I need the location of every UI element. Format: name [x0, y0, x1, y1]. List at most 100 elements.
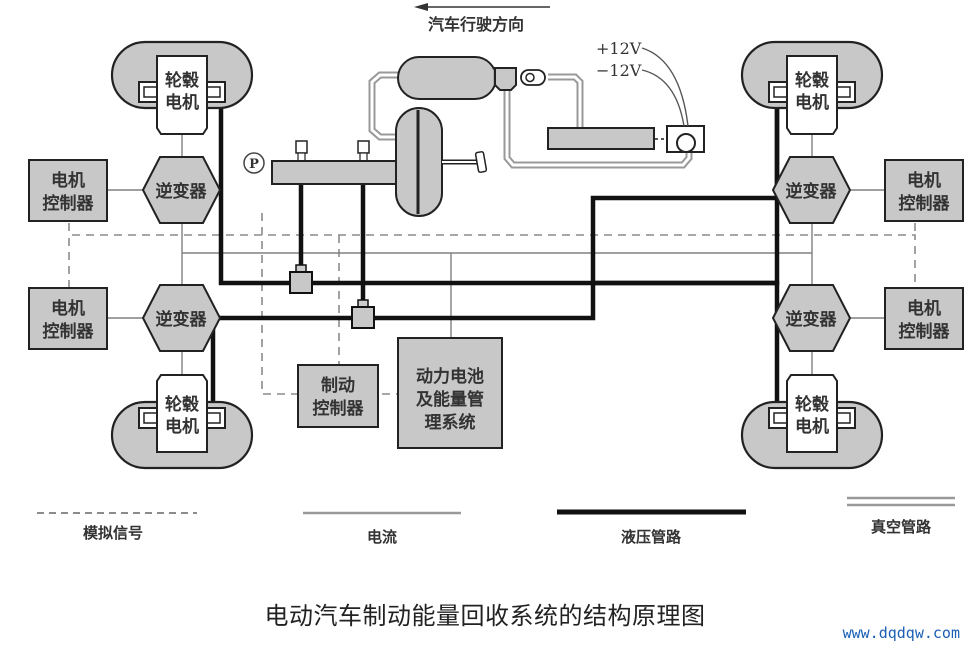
battery-system-box[interactable] [397, 337, 503, 449]
hub-motor-label-line1: 轮毂 [165, 70, 199, 91]
legend-item-analog: 模拟信号 [37, 512, 197, 542]
motor-controller-box[interactable] [884, 159, 964, 222]
inverter-rear-right: 逆变器 [771, 284, 852, 352]
legend-label: 液压管路 [621, 528, 682, 546]
motor-controller-label-line2: 控制器 [43, 193, 95, 214]
inverter-label: 逆变器 [786, 309, 838, 330]
motor-controller-front-left: 电机 控制器 [28, 159, 108, 222]
wheel-rear-right: 轮毂 电机 [740, 374, 884, 470]
motor-controller-label-line2: 控制器 [899, 321, 951, 342]
hub-motor-label-line2: 电机 [795, 92, 829, 113]
brake-controller: 制动 控制器 [297, 364, 379, 428]
hydraulic-front-right-line [213, 104, 780, 321]
brake-controller-label-line2: 控制器 [313, 398, 365, 419]
wire-minus-12v [641, 69, 685, 127]
vacuum-line-pump-bottom [503, 85, 693, 169]
inverter-rear-left: 逆变器 [141, 284, 222, 352]
hub-motor-box[interactable] [786, 374, 838, 453]
motor-controller-label-line1: 电机 [907, 298, 941, 319]
legend-item-current: 电流 [303, 511, 461, 546]
wheel-front-left: 轮毂 电机 [110, 40, 254, 135]
legend: 模拟信号 电流 液压管路 真空管路 [37, 496, 955, 546]
valve-rear[interactable] [351, 306, 375, 329]
wheel-front-right: 轮毂 电机 [740, 40, 884, 135]
check-valve [494, 67, 517, 91]
motor-controller-box[interactable] [28, 159, 108, 222]
watermark[interactable]: www.dqdqw.com [842, 624, 960, 642]
legend-label: 真空管路 [871, 518, 932, 536]
inverter-front-left: 逆变器 [141, 156, 222, 224]
battery-label-line1: 动力电池 [416, 366, 484, 387]
motor-controller-label-line2: 控制器 [43, 321, 95, 342]
motor-controller-front-right: 电机 控制器 [884, 159, 964, 222]
hub-motor-box[interactable] [786, 55, 838, 135]
reservoir-neck-1 [297, 152, 306, 162]
valve-front[interactable] [289, 271, 313, 294]
legend-label: 电流 [367, 528, 397, 546]
reservoir-cap-2 [357, 140, 370, 154]
signal-line-main [68, 234, 916, 288]
brake-controller-box[interactable] [297, 364, 379, 428]
vacuum-line-inner [548, 75, 582, 128]
inverter-hexagon[interactable] [771, 284, 852, 352]
vacuum-switch-dot [525, 72, 535, 83]
vacuum-line-pump-top [548, 73, 584, 128]
master-cylinder-assembly [271, 107, 488, 217]
motor-controller-box[interactable] [28, 287, 108, 350]
vacuum-system: +12V −12V [397, 39, 705, 153]
motor-controller-label-line1: 电机 [51, 170, 85, 191]
motor-controller-rear-right: 电机 控制器 [884, 287, 964, 350]
reservoir-cap-1 [295, 140, 308, 154]
pressure-sensor-circle [243, 152, 265, 174]
direction-arrow-head-icon [414, 3, 428, 11]
valve-cap [295, 264, 307, 273]
motor-controller-box[interactable] [884, 287, 964, 350]
master-cylinder [271, 160, 401, 185]
signal-line-pressure-sensor [261, 213, 298, 395]
motor-controller-label-line1: 电机 [51, 298, 85, 319]
vacuum-pump-motor-icon [676, 133, 696, 153]
inverter-hexagon[interactable] [141, 284, 222, 352]
motor-controller-label-line1: 电机 [907, 170, 941, 191]
inverter-front-right: 逆变器 [771, 156, 852, 224]
legend-label: 模拟信号 [83, 524, 143, 542]
current-lines [108, 132, 885, 375]
inverter-hexagon[interactable] [771, 156, 852, 224]
battery-label-line3: 理系统 [425, 412, 476, 433]
motor-controller-rear-left: 电机 控制器 [28, 287, 108, 350]
vacuum-line-inner [370, 73, 400, 139]
voltage-plus-label: +12V [596, 39, 642, 58]
reservoir-neck-2 [359, 152, 368, 162]
brake-pedal[interactable] [474, 151, 488, 173]
pressure-sensor: P [243, 152, 265, 174]
wheel-rear-left: 轮毂 电机 [110, 374, 254, 470]
hub-motor-box[interactable] [156, 55, 208, 135]
hub-motor-label-line2: 电机 [165, 92, 199, 113]
legend-item-vacuum: 真空管路 [847, 496, 955, 536]
voltage-minus-label: −12V [596, 61, 642, 80]
hub-motor-label-line2: 电机 [795, 416, 829, 437]
hub-motor-label-line1: 轮毂 [165, 394, 199, 415]
inverter-label: 逆变器 [156, 309, 208, 330]
hub-motor-label-line2: 电机 [165, 416, 199, 437]
direction-label: 汽车行驶方向 [428, 15, 524, 34]
motor-controller-label-line2: 控制器 [899, 193, 951, 214]
hub-motor-box[interactable] [156, 374, 208, 453]
battery-management-system: 动力电池 及能量管 理系统 [397, 337, 503, 449]
wire-plus-12v [641, 47, 689, 127]
valves [289, 264, 375, 329]
inverter-label: 逆变器 [156, 181, 208, 202]
inverter-hexagon[interactable] [141, 156, 222, 224]
hydraulic-rear-right-line [593, 280, 780, 410]
pressure-sensor-label: P [249, 157, 259, 172]
vacuum-tank [397, 56, 497, 100]
vacuum-lines [368, 71, 693, 169]
figure-caption: 电动汽车制动能量回收系统的结构原理图 [264, 602, 706, 630]
battery-label-line2: 及能量管 [416, 389, 484, 410]
hub-motor-label-line1: 轮毂 [795, 70, 829, 91]
vacuum-line-inner [505, 85, 691, 167]
legend-item-hydraulic: 液压管路 [557, 509, 746, 546]
hub-motor-label-line1: 轮毂 [795, 394, 829, 415]
brake-controller-label-line1: 制动 [321, 375, 355, 396]
